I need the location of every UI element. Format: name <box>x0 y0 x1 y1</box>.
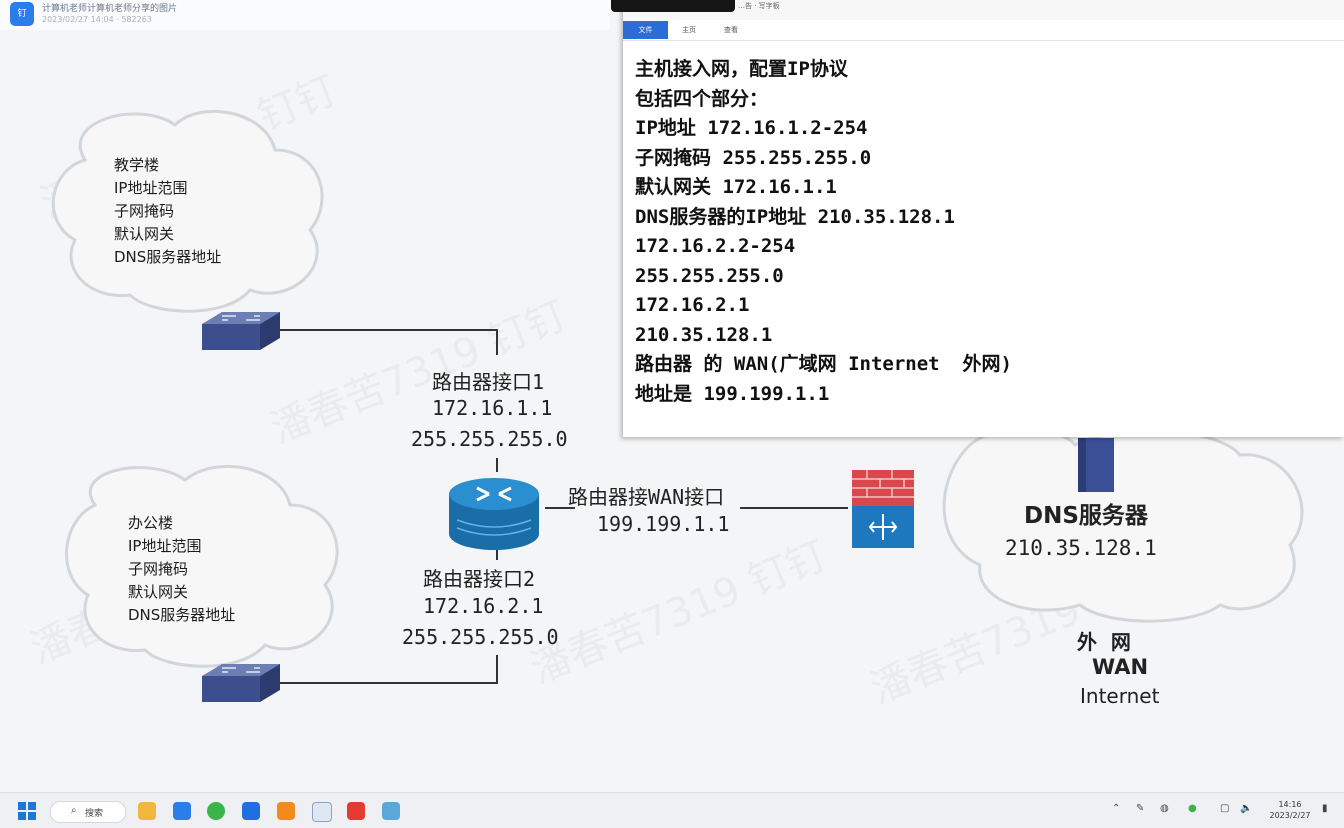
dns-server-label: DNS服务器 <box>1024 503 1148 529</box>
doc-line: DNS服务器的IP地址 210.35.128.1 <box>635 205 955 228</box>
doc-line: 172.16.2.2-254 <box>635 235 796 257</box>
taskbar-search[interactable]: ⌕ 搜索 <box>50 801 126 823</box>
window-subtitle: 2023/02/27 14:04 · 582263 <box>42 15 152 24</box>
router-wan-ip: 199.199.1.1 <box>597 512 730 536</box>
app-orange-icon[interactable] <box>277 802 295 820</box>
notepad-icon[interactable] <box>312 802 332 822</box>
windows-start-icon[interactable] <box>18 802 36 820</box>
wan-label-internet: Internet <box>1080 684 1160 708</box>
document-body[interactable]: 主机接入网，配置IP协议 包括四个部分： IP地址 172.16.1.2-254… <box>635 55 1335 409</box>
doc-line: 210.35.128.1 <box>635 323 773 346</box>
router-if2-label: 路由器接口2 <box>423 567 536 591</box>
router-if1-mask: 255.255.255.0 <box>411 427 568 451</box>
dingtalk-icon[interactable] <box>173 802 191 820</box>
wordpad-title: …告 · 写字板 <box>738 2 780 10</box>
link-switch2-router <box>280 655 498 684</box>
taskbar: ⌕ 搜索 ⌃ ✎ ◍ ● ▢ 🔈 14:16 2023/2/27 ▮ <box>0 792 1344 828</box>
switch-icon <box>202 312 280 350</box>
wechat-tray-icon[interactable]: ● <box>1188 803 1197 814</box>
cloud1-line: 教学楼 <box>114 156 160 174</box>
router-if1-ip: 172.16.1.1 <box>432 396 553 420</box>
cloud1-line: DNS服务器地址 <box>114 248 222 266</box>
router-wan-label: 路由器接WAN接口 <box>568 485 725 509</box>
location-icon[interactable]: ◍ <box>1160 803 1169 814</box>
ribbon-divider <box>623 40 1344 41</box>
router-if2-mask: 255.255.255.0 <box>402 625 559 649</box>
clock-time: 14:16 <box>1278 800 1302 809</box>
cloud1-line: 子网掩码 <box>114 202 175 220</box>
file-explorer-icon[interactable] <box>138 802 156 820</box>
tab-view[interactable]: 查看 <box>724 26 738 34</box>
cloud2-line: 默认网关 <box>128 583 189 601</box>
router-if1-label: 路由器接口1 <box>432 370 545 394</box>
cloud2-line: IP地址范围 <box>128 537 202 555</box>
wordpad-window[interactable]: …告 · 写字板 文件 主页 查看 主机接入网，配置IP协议 包括四个部分： I… <box>611 0 1344 437</box>
network-icon[interactable]: ▢ <box>1220 803 1230 814</box>
server-icon <box>1078 438 1114 492</box>
pen-icon[interactable]: ✎ <box>1136 803 1145 814</box>
wechat-icon[interactable] <box>207 802 225 820</box>
viewer-title-bar: 钉 计算机老师计算机老师分享的图片 2023/02/27 14:04 · 582… <box>0 0 610 30</box>
app-icon: 钉 <box>10 2 34 26</box>
router-icon <box>449 478 539 550</box>
ribbon-tabs: 文件 主页 查看 <box>623 21 1344 39</box>
search-label: 搜索 <box>85 809 104 819</box>
doc-line: 255.255.255.0 <box>635 264 784 287</box>
meeting-bar <box>611 0 735 12</box>
doc-line: 主机接入网，配置IP协议 <box>635 58 848 80</box>
doc-line: 子网掩码 255.255.255.0 <box>635 146 872 169</box>
volume-icon[interactable]: 🔈 <box>1240 803 1253 814</box>
link-switch1-router <box>280 329 498 355</box>
cloud1-line: 默认网关 <box>114 225 175 243</box>
doc-line: 包括四个部分： <box>635 87 769 110</box>
window-title: 计算机老师计算机老师分享的图片 <box>42 4 178 14</box>
doc-line: 地址是 199.199.1.1 <box>635 382 830 405</box>
doc-line: 172.16.2.1 <box>635 294 750 316</box>
taskbar-clock[interactable]: 14:16 2023/2/27 <box>1262 799 1318 821</box>
chevron-up-icon[interactable]: ⌃ <box>1112 803 1121 814</box>
teaching-building-label: 教学楼 IP地址范围 子网掩码 默认网关 DNS服务器地址 <box>114 154 221 269</box>
search-icon: ⌕ <box>71 805 77 816</box>
doc-line: IP地址 172.16.1.2-254 <box>635 117 868 139</box>
tab-home[interactable]: 主页 <box>682 26 696 34</box>
doc-line: 路由器 的 WAN(广域网 Internet 外网) <box>635 353 1012 375</box>
switch-icon <box>202 664 280 702</box>
office-building-label: 办公楼 IP地址范围 子网掩码 默认网关 DNS服务器地址 <box>128 512 235 627</box>
doc-line: 默认网关 172.16.1.1 <box>635 176 837 198</box>
wordpad-title-bar: …告 · 写字板 <box>611 0 1344 20</box>
cloud2-line: 子网掩码 <box>128 560 189 578</box>
cloud2-line: DNS服务器地址 <box>128 606 236 624</box>
clock-date: 2023/2/27 <box>1269 811 1311 820</box>
wan-label-cn: 外 网 <box>1077 630 1131 654</box>
cloud-icon-teaching-building <box>51 109 324 313</box>
dingtalk-meeting-icon[interactable] <box>242 802 260 820</box>
wan-label-en: WAN <box>1092 655 1149 679</box>
image-viewer-icon[interactable] <box>382 802 400 820</box>
network-diagram <box>51 109 1304 702</box>
wps-icon[interactable] <box>347 802 365 820</box>
router-if2-ip: 172.16.2.1 <box>423 594 544 618</box>
notification-icon[interactable]: ▮ <box>1322 803 1328 814</box>
firewall-icon <box>852 470 914 548</box>
dns-server-ip: 210.35.128.1 <box>1005 536 1157 560</box>
tab-file[interactable]: 文件 <box>623 21 668 39</box>
cloud1-line: IP地址范围 <box>114 179 188 197</box>
cloud-icon-office-building <box>65 464 339 668</box>
cloud2-line: 办公楼 <box>128 514 174 532</box>
